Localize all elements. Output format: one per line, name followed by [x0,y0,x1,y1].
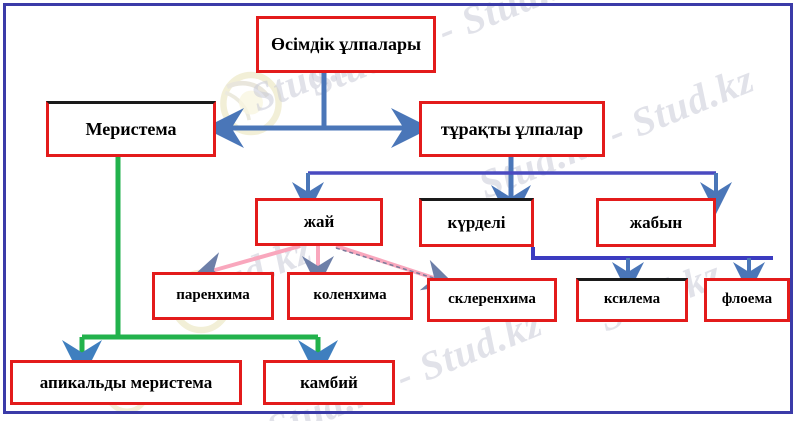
connector-root-to-level2 [204,73,431,148]
connector-kurdeli-to-vascular [531,247,773,294]
node-label: жай [303,212,335,232]
node-label: флоема [721,291,773,308]
node-label: коленхима [313,287,387,304]
node-permanent-tissues[interactable]: тұрақты ұлпалар [419,101,605,157]
node-label: ксилема [603,291,661,308]
node-covering[interactable]: жабын [596,198,716,247]
node-label: тұрақты ұлпалар [440,118,584,139]
connector-meristema-to-level5 [62,157,338,380]
node-meristema[interactable]: Меристема [46,101,216,157]
node-phloem[interactable]: флоема [704,278,790,322]
node-label: камбий [300,372,358,392]
node-label: апикальды меристема [39,372,213,392]
node-label: жабын [629,212,683,232]
node-label: склеренхима [448,291,536,308]
node-collenchyma[interactable]: коленхима [287,272,413,320]
node-plant-tissues[interactable]: Өсімдік ұлпалары [256,16,436,73]
node-complex[interactable]: күрделі [419,198,534,247]
node-parenchyma[interactable]: паренхима [152,272,274,320]
node-label: Өсімдік ұлпалары [270,34,422,55]
node-label: паренхима [176,287,250,304]
node-simple[interactable]: жай [255,198,383,246]
node-sclerenchyma[interactable]: склеренхима [427,278,557,322]
node-cambium[interactable]: камбий [263,360,395,405]
node-label: күрделі [447,212,506,232]
node-apical-meristem[interactable]: апикальды меристема [10,360,242,405]
node-label: Меристема [85,118,177,139]
node-xylem[interactable]: ксилема [576,278,688,322]
